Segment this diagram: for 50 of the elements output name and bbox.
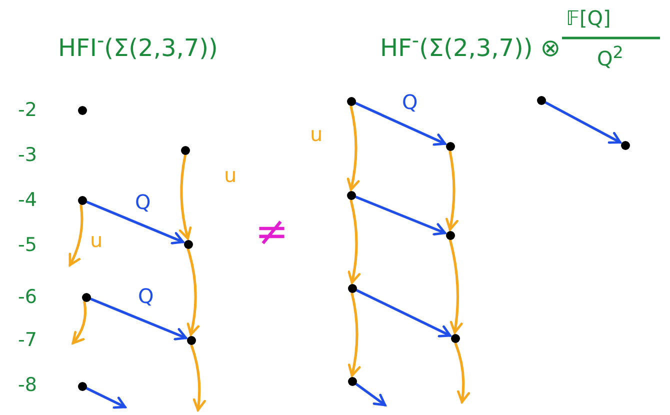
arrow	[348, 292, 361, 377]
arrow	[72, 301, 87, 344]
dot	[78, 196, 86, 204]
dot	[620, 140, 630, 150]
arrow	[454, 342, 470, 404]
edge-label: Q	[136, 286, 156, 306]
arrow	[544, 101, 622, 144]
arrow	[68, 204, 84, 266]
dot	[180, 146, 190, 154]
dot	[536, 96, 546, 104]
arrow	[347, 199, 360, 284]
arrow	[178, 154, 192, 240]
arrow	[186, 248, 200, 336]
arrow	[445, 150, 458, 231]
dot	[446, 142, 454, 150]
dot	[82, 292, 90, 302]
dot	[186, 336, 196, 344]
edge-label: Q	[400, 92, 420, 112]
edge-label: Q	[133, 192, 153, 212]
arrow	[354, 102, 446, 146]
arrow	[356, 289, 452, 338]
fraction-denominator: Q$^{2}$	[597, 45, 624, 69]
arrow	[90, 298, 188, 340]
grading-label: -7	[18, 331, 37, 350]
grading-label: -2	[18, 101, 37, 120]
dot	[184, 240, 192, 248]
grading-label: -8	[18, 376, 37, 395]
dot	[450, 334, 460, 342]
arrow	[355, 382, 386, 406]
dot	[78, 106, 86, 114]
arrow	[86, 200, 184, 244]
arrow	[346, 105, 360, 191]
grading-label: -4	[18, 191, 37, 210]
heading: HF$^{-}$(Σ(2,3,7)) ⊗	[380, 30, 560, 60]
dot	[348, 284, 356, 292]
grading-label: -6	[18, 288, 37, 307]
heading: HFI$^{-}$(Σ(2,3,7))	[58, 30, 218, 60]
arrow	[190, 344, 206, 412]
dot	[346, 96, 356, 106]
dot	[78, 382, 86, 390]
grading-label: -3	[18, 146, 37, 165]
arrow	[354, 196, 446, 236]
fraction-numerator: 𝔽[Q]	[566, 8, 611, 28]
arrow	[86, 387, 126, 409]
grading-label: -5	[18, 236, 37, 255]
arrow	[448, 239, 463, 334]
dot	[346, 190, 356, 200]
not-equal-sign: ≠	[255, 212, 289, 252]
dot	[348, 376, 356, 386]
dot	[446, 230, 454, 240]
